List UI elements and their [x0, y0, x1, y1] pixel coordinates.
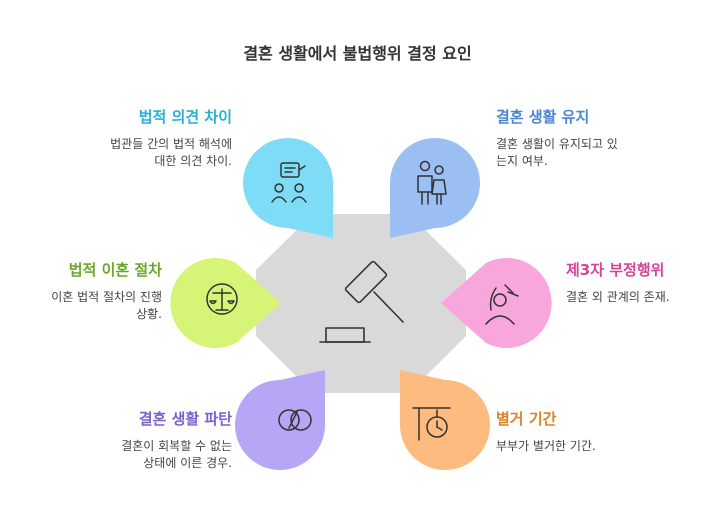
center-hub	[256, 214, 466, 393]
marriage-maintained-title: 결혼 생활 유지	[496, 108, 590, 126]
node-marriage-maintained[interactable]	[390, 138, 480, 238]
node-legal-opinion[interactable]	[243, 138, 333, 238]
separation-desc: 부부가 별거한 기간.	[496, 439, 596, 453]
node-third-party[interactable]	[441, 258, 552, 349]
separation-title: 별거 기간	[496, 410, 557, 428]
legal-opinion-title: 법적 의견 차이	[138, 108, 232, 126]
couple-icon	[417, 160, 447, 205]
breakdown-title: 결혼 생활 파탄	[138, 410, 232, 428]
timer-icon	[412, 407, 451, 441]
divorce-procedure-title: 법적 이혼 절차	[68, 261, 162, 279]
third-party-desc: 결혼 외 관계의 존재.	[566, 290, 670, 304]
label-third-party: 제3자 부정행위 결혼 외 관계의 존재.	[566, 260, 711, 306]
label-separation: 별거 기간 부부가 별거한 기간.	[496, 409, 696, 455]
third-party-title: 제3자 부정행위	[566, 261, 665, 279]
node-breakdown[interactable]	[235, 370, 325, 470]
scales-icon	[206, 283, 238, 315]
debate-people-icon	[271, 162, 307, 203]
diagram-title: 결혼 생활에서 불법행위 결정 요인	[243, 44, 472, 63]
secret-person-icon	[485, 284, 519, 325]
gavel-icon	[319, 260, 404, 343]
broken-circles-icon	[278, 409, 312, 431]
node-divorce-procedure[interactable]	[170, 258, 281, 348]
